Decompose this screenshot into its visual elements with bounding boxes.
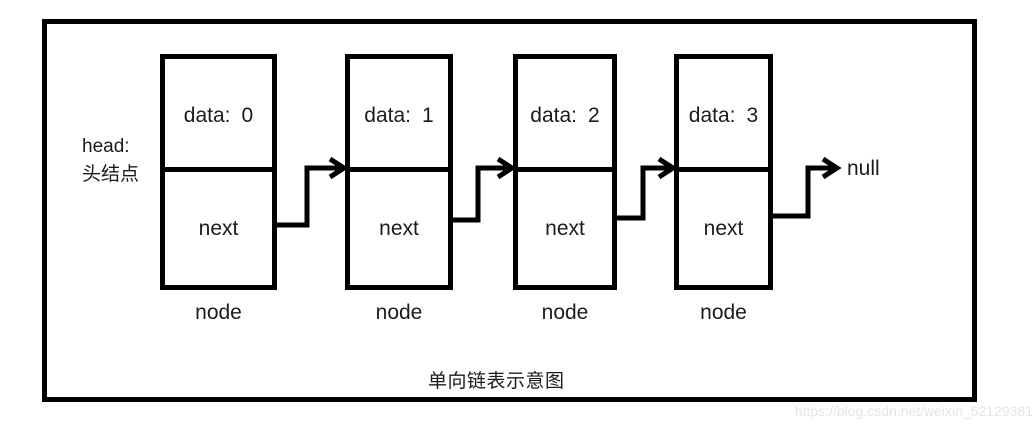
node-3-next-cell: next — [679, 172, 768, 285]
node-3-data-label: data: — [688, 104, 736, 127]
node-1-divider — [350, 167, 448, 172]
node-2-next-cell: next — [518, 172, 612, 285]
head-label-line2: 头结点 — [82, 164, 140, 185]
diagram-border — [42, 19, 977, 402]
node-3-data-cell: data: 3 — [679, 59, 768, 167]
node-0-data-label: data: — [183, 104, 231, 127]
diagram-caption: 单向链表示意图 — [428, 371, 565, 392]
node-0-next-label: next — [198, 216, 239, 240]
node-2-divider — [518, 167, 612, 172]
watermark: https://blog.csdn.net/weixin_52129381 — [794, 403, 1033, 419]
node-0-data-cell: data: 0 — [165, 59, 272, 167]
node-1-next-label: next — [379, 216, 419, 240]
node-box-0: data: 0 next — [160, 54, 277, 290]
node-2-caption: node — [541, 301, 589, 324]
node-3-next-label: next — [703, 216, 744, 240]
node-0-caption: node — [195, 301, 242, 324]
node-2-data-cell: data: 2 — [518, 59, 612, 167]
node-3-caption: node — [700, 301, 747, 324]
node-0-divider — [165, 167, 272, 172]
node-box-1: data: 1 next — [345, 54, 453, 290]
node-1-data-cell: data: 1 — [350, 59, 448, 167]
head-label-line1: head: — [82, 136, 130, 157]
node-2-next-label: next — [545, 216, 585, 240]
node-0-next-cell: next — [165, 172, 272, 285]
node-box-2: data: 2 next — [513, 54, 617, 290]
node-3-data-value: 3 — [746, 104, 759, 127]
null-label: null — [847, 157, 880, 180]
node-2-data-label: data: — [530, 104, 578, 127]
node-3-divider — [679, 167, 768, 172]
node-0-data-value: 0 — [241, 104, 254, 127]
node-1-data-label: data: — [364, 104, 412, 127]
node-1-next-cell: next — [350, 172, 448, 285]
node-box-3: data: 3 next — [674, 54, 773, 290]
node-1-data-value: 1 — [422, 104, 434, 127]
node-1-caption: node — [375, 301, 423, 324]
head-label: head: 头结点 — [82, 133, 139, 189]
node-2-data-value: 2 — [588, 104, 600, 127]
